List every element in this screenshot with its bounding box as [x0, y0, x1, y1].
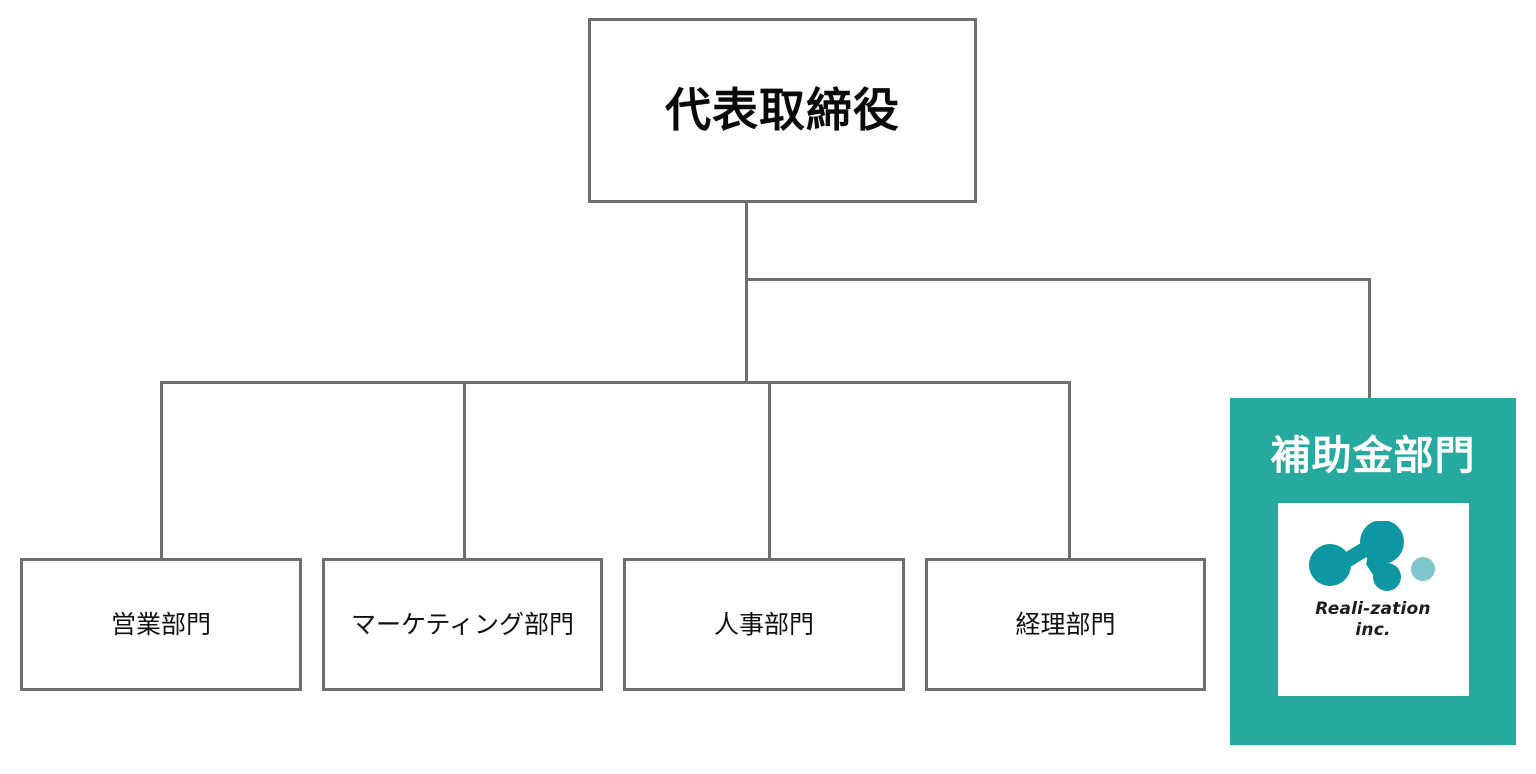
- node-label-subsidy: 補助金部門: [1270, 434, 1476, 478]
- company-wordmark-line1: Reali-zation: [1315, 599, 1431, 619]
- node-accounting[interactable]: 経理部門: [925, 558, 1206, 691]
- node-label-representative-director: 代表取締役: [665, 84, 900, 137]
- company-wordmark-line2: inc.: [1355, 620, 1391, 641]
- connector-drop-marketing: [463, 381, 466, 561]
- node-subsidy-highlighted[interactable]: 補助金部門 Reali-zation inc.: [1230, 398, 1516, 745]
- connector-branch-to-subsidy: [745, 278, 1371, 281]
- connector-drop-subsidy: [1368, 278, 1371, 400]
- node-marketing[interactable]: マーケティング部門: [322, 558, 603, 691]
- node-representative-director[interactable]: 代表取締役: [588, 18, 977, 203]
- molecule-nodes-logo-icon: [1309, 521, 1435, 591]
- node-label-hr: 人事部門: [713, 610, 814, 639]
- company-logo-card: Reali-zation inc.: [1277, 503, 1469, 696]
- connector-drop-hr: [768, 381, 771, 561]
- node-sales[interactable]: 営業部門: [20, 558, 302, 691]
- connector-root-stem: [745, 202, 748, 281]
- connector-drop-sales: [160, 381, 163, 561]
- node-label-sales: 営業部門: [110, 610, 211, 639]
- connector-root-stem-lower: [745, 278, 748, 384]
- node-label-accounting: 経理部門: [1015, 610, 1116, 639]
- node-hr[interactable]: 人事部門: [623, 558, 905, 691]
- connector-bus: [160, 381, 1071, 384]
- company-wordmark: Reali-zation inc.: [1315, 599, 1430, 642]
- node-label-marketing: マーケティング部門: [350, 610, 574, 639]
- connector-drop-accounting: [1068, 381, 1071, 561]
